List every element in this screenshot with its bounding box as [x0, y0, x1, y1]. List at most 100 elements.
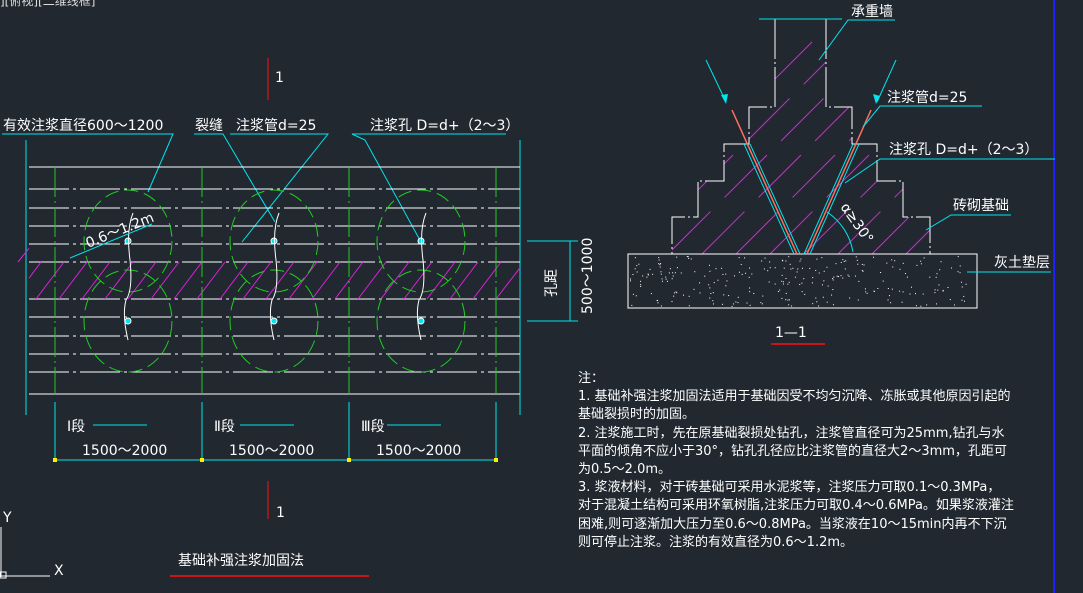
- foundation-outline-left: [671, 19, 776, 254]
- dot: [725, 285, 727, 287]
- dot: [658, 259, 660, 261]
- dot: [656, 300, 658, 302]
- segment-name: Ⅱ段: [214, 419, 235, 435]
- dot: [788, 256, 790, 258]
- note-line: 困难,则可逐渐加大压力至0.6～0.8MPa。当浆液在10～15min内再不下沉: [578, 516, 1007, 532]
- dot: [675, 291, 677, 293]
- dot: [731, 305, 733, 307]
- dot: [788, 299, 790, 301]
- grout-circle: [83, 189, 173, 293]
- dot: [802, 267, 804, 269]
- dot: [823, 270, 825, 272]
- dot: [638, 263, 640, 265]
- dot: [888, 295, 890, 297]
- label-effective-diameter: 有效注浆直径600～1200: [3, 117, 163, 134]
- dot: [965, 283, 967, 285]
- dot: [847, 274, 849, 276]
- label-pipe: 注浆管d=25: [236, 118, 316, 134]
- dot: [674, 272, 676, 274]
- dot: [818, 305, 820, 307]
- dot: [821, 284, 823, 286]
- dot: [815, 269, 817, 271]
- segment-length: 1500～2000: [376, 443, 461, 459]
- dot: [835, 263, 837, 265]
- dot: [636, 265, 638, 267]
- viewport-controls[interactable]: ][俯视][二维线框]: [0, 0, 96, 8]
- dot: [708, 284, 710, 286]
- dot: [938, 284, 940, 286]
- dot: [899, 268, 901, 270]
- dim-mark: [494, 458, 498, 462]
- dot: [812, 303, 814, 305]
- dot: [709, 297, 711, 299]
- section-hatch: [672, 19, 875, 254]
- dot: [660, 271, 662, 273]
- dot: [964, 300, 966, 302]
- dot: [687, 256, 689, 258]
- section-hatch: [905, 19, 930, 254]
- hatch-line: [58, 261, 88, 300]
- dot: [658, 263, 660, 265]
- dot: [934, 289, 936, 291]
- dot: [688, 257, 690, 259]
- dot: [797, 268, 799, 270]
- dot: [699, 282, 701, 284]
- dot: [882, 280, 884, 282]
- dot: [783, 267, 785, 269]
- hatch-line: [104, 261, 134, 300]
- dot: [939, 269, 941, 271]
- dim-mark: [53, 458, 57, 462]
- dot: [942, 289, 944, 291]
- hole-spacing-value: 500～1000: [580, 238, 596, 314]
- dot: [660, 263, 662, 265]
- hatch-line: [242, 261, 272, 300]
- dot: [686, 256, 688, 258]
- hatch-line: [17, 247, 30, 263]
- dot: [785, 299, 787, 301]
- dot: [665, 278, 667, 280]
- hatch-line: [127, 261, 157, 300]
- dot: [738, 257, 740, 259]
- dot: [661, 280, 663, 282]
- dot: [915, 293, 917, 295]
- dot: [877, 287, 879, 289]
- dot: [647, 274, 649, 276]
- hatch-line: [150, 261, 180, 300]
- dot: [823, 280, 825, 282]
- dot: [920, 263, 922, 265]
- segment-lines: [54, 167, 497, 394]
- dot: [717, 279, 719, 281]
- notes: 注： 1. 基础补强注浆加固法适用于基础因受不均匀沉降、冻胀或其他原因引起的 基…: [578, 370, 1038, 552]
- dot: [769, 267, 771, 269]
- dot: [635, 295, 637, 297]
- dot: [630, 280, 632, 282]
- dot: [781, 274, 783, 276]
- grout-hole: [270, 237, 278, 245]
- grout-circle: [229, 269, 319, 373]
- dot: [748, 276, 750, 278]
- dot: [891, 259, 893, 261]
- dot: [671, 300, 673, 302]
- dot: [632, 273, 634, 275]
- dot: [910, 286, 912, 288]
- dot: [963, 295, 965, 297]
- dot: [646, 276, 648, 278]
- plan-title: 基础补强注浆加固法: [178, 552, 304, 569]
- dot: [734, 275, 736, 277]
- dim-mark: [347, 458, 351, 462]
- label-section-hole: 注浆孔 D=d+（2～3）: [889, 142, 1038, 158]
- dot: [790, 268, 792, 270]
- section-hatch: [701, 19, 930, 254]
- dot: [785, 260, 787, 262]
- dot: [640, 284, 642, 286]
- label-wall: 承重墙: [851, 4, 893, 20]
- dot: [821, 257, 823, 259]
- dot: [749, 291, 751, 293]
- dot: [676, 292, 678, 294]
- dot: [721, 267, 723, 269]
- dot: [899, 290, 901, 292]
- dot: [699, 292, 701, 294]
- dot: [887, 288, 889, 290]
- dot: [712, 300, 714, 302]
